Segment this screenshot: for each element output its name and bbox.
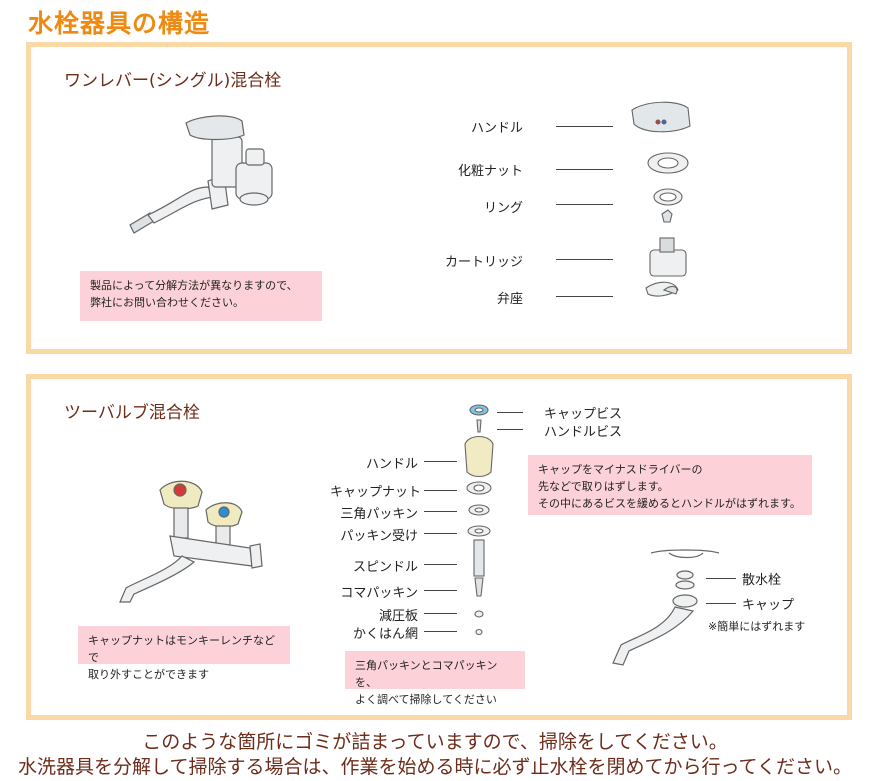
- leader-line: [424, 533, 457, 534]
- footer-line-1: このような箇所にゴミが詰まっていますので、掃除をしてください。: [142, 731, 728, 753]
- leader-line: [706, 603, 736, 604]
- two-valve-faucet-illustration: [119, 480, 263, 603]
- leader-line: [556, 126, 613, 127]
- leader-line: [424, 461, 457, 462]
- two-valve-part-label: キャップナット: [330, 485, 422, 500]
- two-valve-part-label: コマパッキン: [340, 586, 418, 601]
- single-lever-parts-illustration: [631, 101, 691, 297]
- leader-line: [424, 490, 457, 491]
- cap-screw-label: キャップビス: [544, 407, 623, 422]
- two-valve-part-label: 減圧板: [378, 609, 418, 624]
- leader-line: [556, 169, 613, 170]
- two-valve-part-label: ハンドル: [365, 457, 418, 472]
- leader-line: [424, 564, 457, 565]
- single-lever-faucet-illustration: [129, 115, 273, 234]
- leader-line: [556, 259, 613, 260]
- single-lever-note: 製品によって分解方法が異なりますので、 弊社にお問い合わせください。: [80, 271, 322, 321]
- spout-note: ※簡単にはずれます: [708, 620, 806, 633]
- single-part-label: 化粧ナット: [457, 164, 523, 179]
- footer-line-2: 水洗器具を分解して掃除する場合は、作業を始める時に必ず止水栓を閉めてから行ってく…: [18, 756, 852, 778]
- two-valve-title: ツーバルブ混合栓: [64, 403, 200, 423]
- cap-nut-note: キャップナットはモンキーレンチなどで 取り外すことができます: [78, 626, 290, 681]
- page-title: 水栓器具の構造: [28, 9, 211, 38]
- single-lever-title: ワンレバー(シングル)混合栓: [64, 71, 282, 91]
- two-valve-part-label: スピンドル: [352, 560, 418, 575]
- single-part-label: リング: [483, 201, 523, 216]
- leader-line: [556, 204, 613, 205]
- two-valve-part-label: かくはん網: [352, 627, 418, 642]
- leader-line: [497, 429, 523, 430]
- two-valve-part-label: パッキン受け: [340, 529, 418, 544]
- spout-illustration: [612, 549, 720, 666]
- cap-removal-note: キャップをマイナスドライバーの 先などで取りはずします。 その中にあるビスを緩め…: [528, 455, 812, 515]
- leader-line: [424, 613, 457, 614]
- leader-line: [556, 296, 613, 297]
- spout-part-label: キャップ: [742, 598, 795, 613]
- handle-screw-label: ハンドルビス: [544, 425, 623, 440]
- two-valve-part-label: 三角パッキン: [340, 507, 418, 522]
- single-part-label: カートリッジ: [444, 255, 523, 270]
- two-valve-parts-illustration: [464, 404, 494, 636]
- leader-line: [424, 631, 457, 632]
- leader-line: [424, 511, 457, 512]
- leader-line: [497, 412, 523, 413]
- leader-line: [706, 578, 736, 579]
- single-part-label: 弁座: [496, 292, 523, 307]
- leader-line: [424, 590, 457, 591]
- packing-note: 三角パッキンとコマパッキンを、 よく調べて掃除してください: [345, 651, 525, 706]
- single-part-label: ハンドル: [470, 121, 523, 136]
- spout-part-label: 散水栓: [742, 573, 782, 588]
